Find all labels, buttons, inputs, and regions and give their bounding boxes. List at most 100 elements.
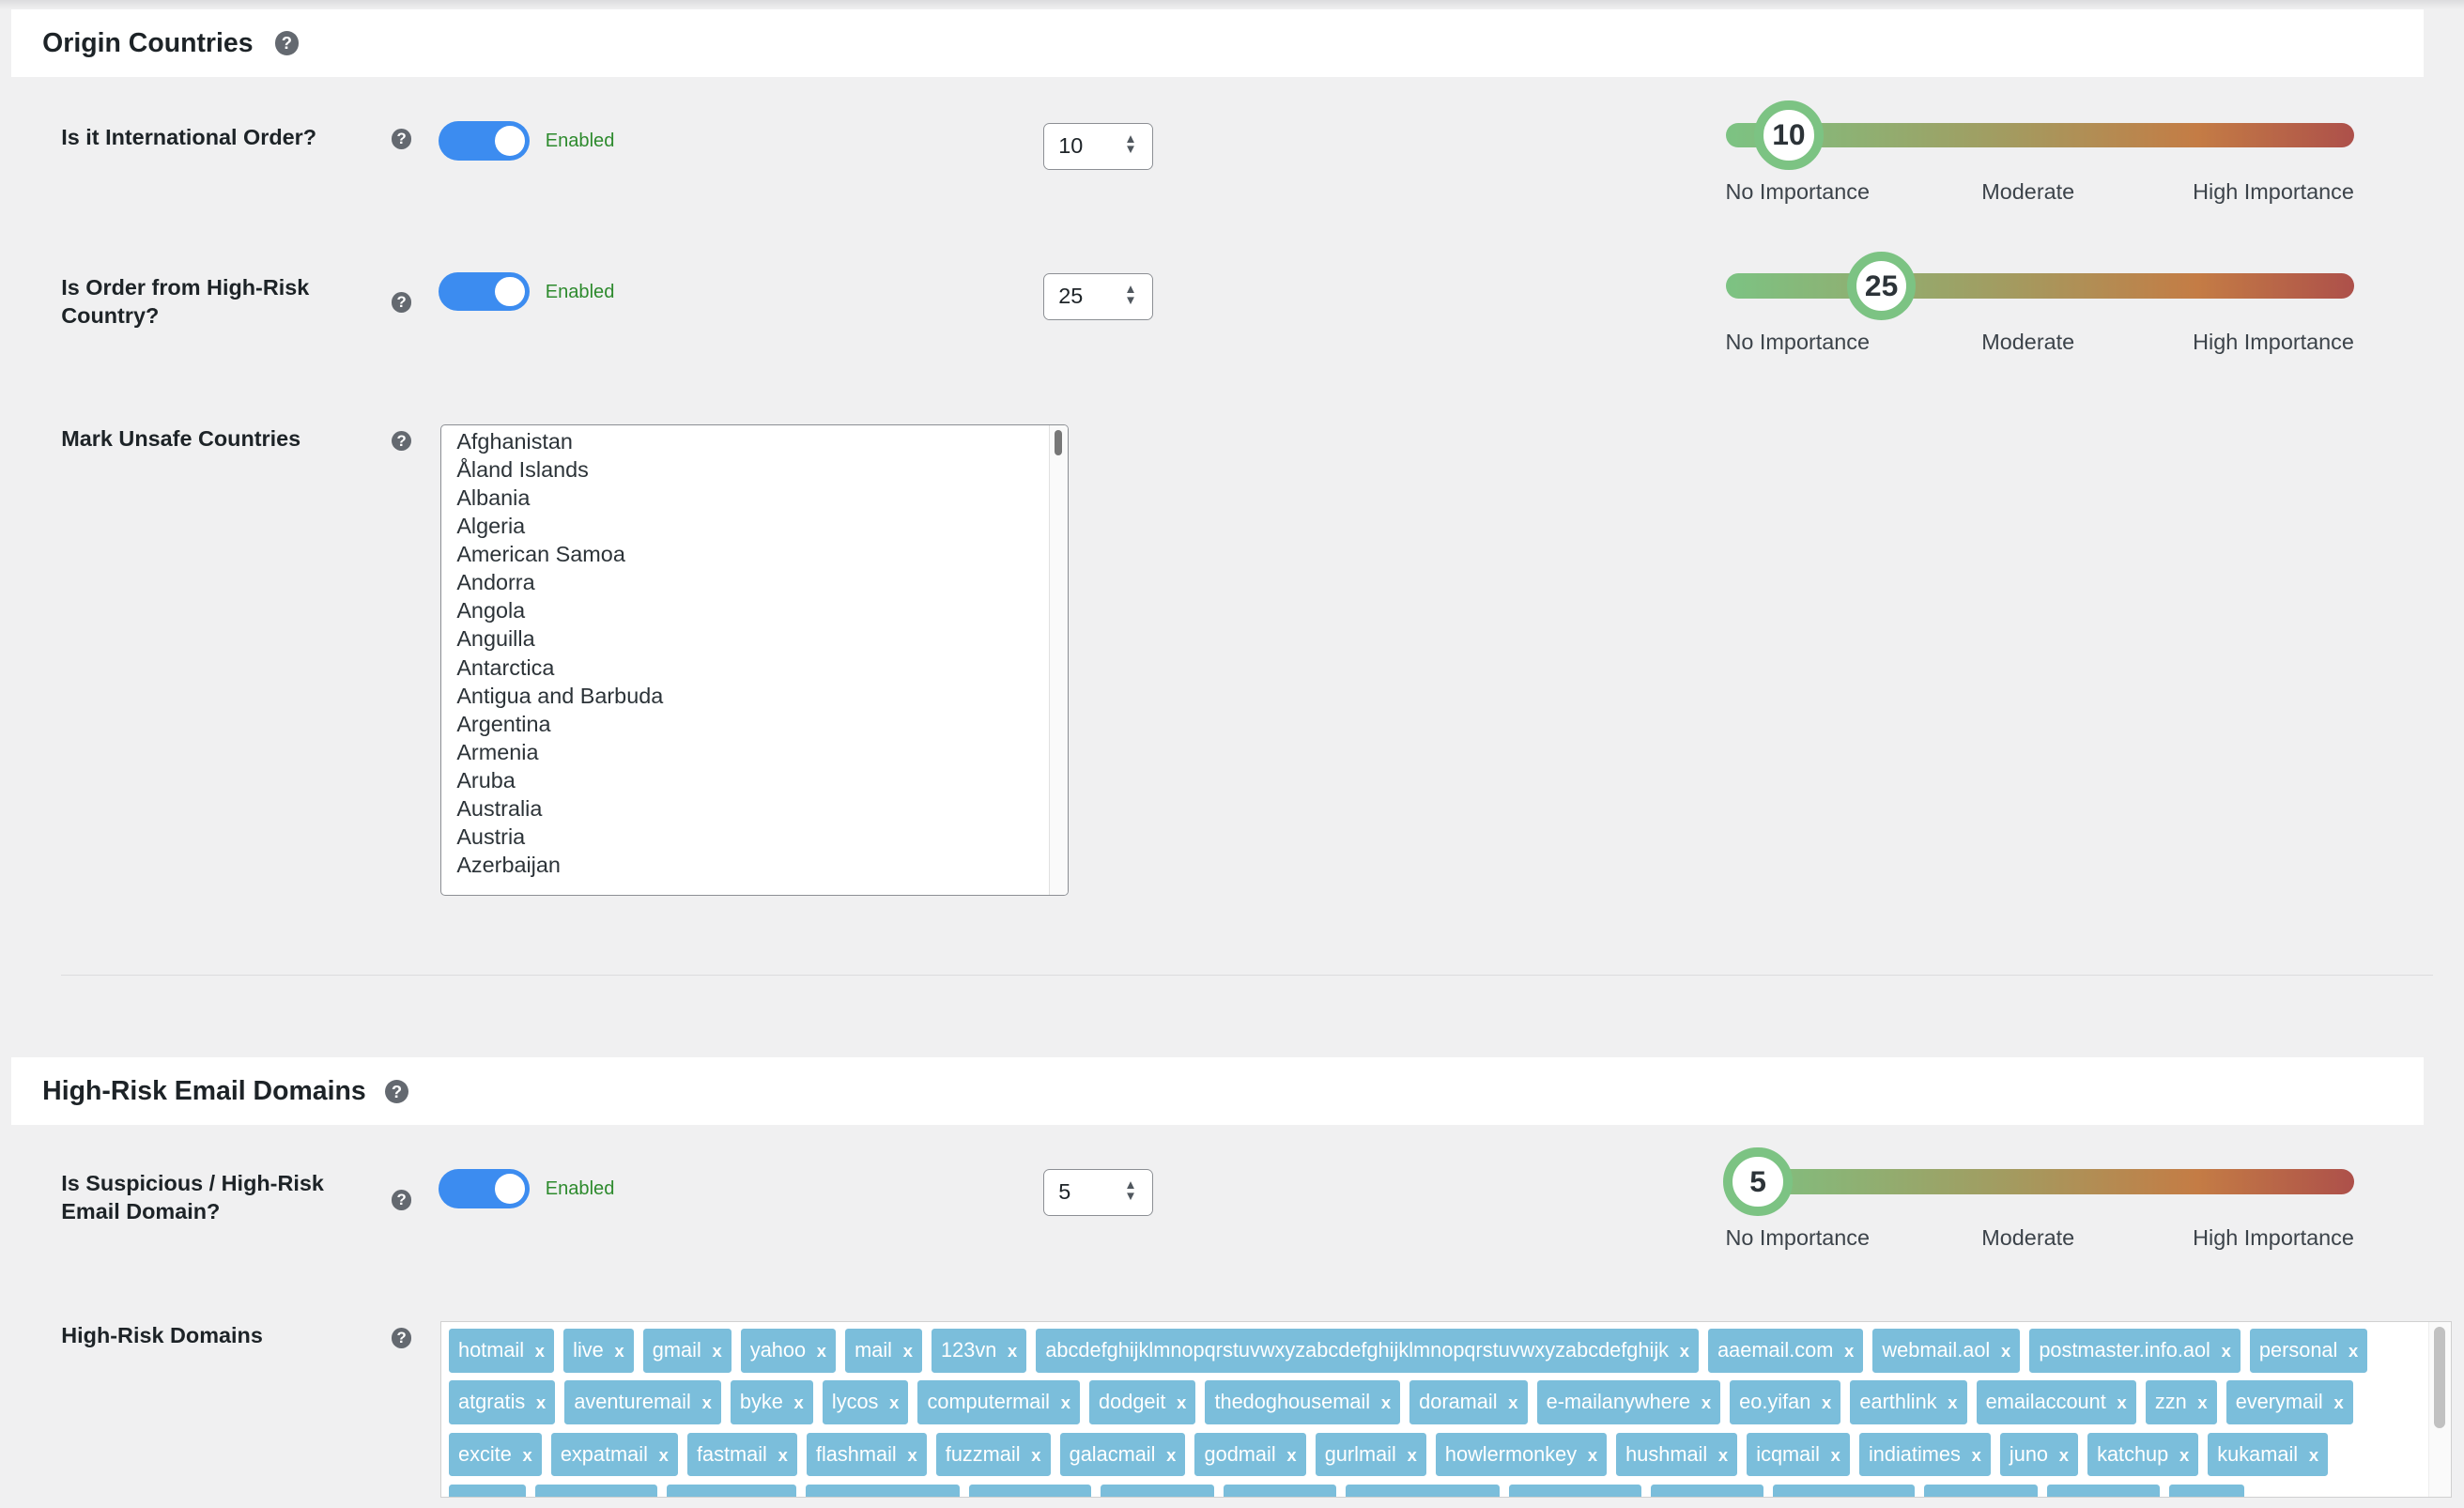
remove-tag-icon[interactable]: x bbox=[902, 1341, 913, 1362]
remove-tag-icon[interactable]: x bbox=[1166, 1444, 1177, 1465]
remove-tag-icon[interactable]: x bbox=[1177, 1393, 1187, 1413]
remove-tag-icon[interactable]: x bbox=[1830, 1444, 1840, 1465]
remove-tag-icon[interactable]: x bbox=[522, 1444, 532, 1465]
country-option[interactable]: Algeria bbox=[456, 513, 526, 538]
country-option[interactable]: Azerbaijan bbox=[456, 853, 561, 878]
slider-thumb[interactable]: 25 bbox=[1846, 251, 1917, 321]
remove-tag-icon[interactable]: x bbox=[2179, 1444, 2190, 1465]
help-icon[interactable]: ? bbox=[391, 292, 412, 314]
country-option[interactable]: Aruba bbox=[456, 768, 516, 793]
tag-label: mail bbox=[458, 1494, 496, 1497]
spinner-icon[interactable]: ▲▼ bbox=[1124, 282, 1137, 307]
remove-tag-icon[interactable]: x bbox=[2221, 1341, 2231, 1362]
country-option[interactable]: Armenia bbox=[456, 739, 539, 764]
country-option[interactable]: Antigua and Barbuda bbox=[456, 683, 664, 708]
remove-tag-icon[interactable]: x bbox=[1286, 1444, 1297, 1465]
scrollbar[interactable] bbox=[2428, 1322, 2451, 1497]
importance-slider[interactable]: 25 No Importance Moderate High Importanc… bbox=[1725, 251, 2354, 367]
slider-thumb[interactable]: 5 bbox=[1723, 1146, 1793, 1217]
help-icon[interactable]: ? bbox=[391, 129, 412, 149]
country-option[interactable]: Australia bbox=[456, 796, 543, 822]
remove-tag-icon[interactable]: x bbox=[907, 1444, 917, 1465]
remove-tag-icon[interactable]: x bbox=[1031, 1444, 1041, 1465]
remove-tag-icon[interactable]: x bbox=[1587, 1444, 1598, 1465]
help-icon[interactable]: ? bbox=[391, 430, 412, 452]
remove-tag-icon[interactable]: x bbox=[1701, 1393, 1712, 1413]
remove-tag-icon[interactable]: x bbox=[1679, 1341, 1689, 1362]
country-option[interactable]: Anguilla bbox=[456, 626, 535, 652]
remove-tag-icon[interactable]: x bbox=[1060, 1393, 1070, 1413]
scrollbar[interactable] bbox=[1048, 424, 1068, 895]
country-option[interactable]: Åland Islands bbox=[456, 456, 589, 482]
remove-tag-icon[interactable]: x bbox=[1822, 1393, 1832, 1413]
international-score-input[interactable]: 10▲▼ bbox=[1043, 122, 1154, 170]
tag-label: aventuremail bbox=[574, 1390, 691, 1414]
international-toggle[interactable] bbox=[438, 120, 530, 161]
remove-tag-icon[interactable]: x bbox=[1508, 1393, 1518, 1413]
email-domain-score-input[interactable]: 5▲▼ bbox=[1043, 1169, 1154, 1217]
remove-tag-icon[interactable]: x bbox=[701, 1393, 712, 1413]
remove-tag-icon[interactable]: x bbox=[1380, 1393, 1392, 1413]
remove-tag-icon[interactable]: x bbox=[816, 1341, 827, 1362]
importance-slider[interactable]: 10 No Importance Moderate High Importanc… bbox=[1725, 100, 2354, 217]
tag-label: zzn bbox=[2154, 1390, 2187, 1414]
country-option[interactable]: Antarctica bbox=[456, 654, 555, 680]
remove-tag-icon[interactable]: x bbox=[1008, 1341, 1018, 1362]
importance-slider[interactable]: 5 No Importance Moderate High Importance bbox=[1723, 1146, 2354, 1263]
remove-tag-icon[interactable]: x bbox=[536, 1393, 547, 1413]
remove-tag-icon[interactable]: x bbox=[793, 1393, 804, 1413]
remove-tag-icon[interactable]: x bbox=[2117, 1393, 2127, 1413]
tag-label: lycos bbox=[831, 1390, 879, 1414]
country-option[interactable]: American Samoa bbox=[456, 542, 625, 567]
remove-tag-icon[interactable]: x bbox=[1717, 1444, 1729, 1465]
country-option[interactable]: Afghanistan bbox=[456, 428, 573, 454]
country-option[interactable]: Andorra bbox=[456, 570, 535, 595]
help-icon[interactable]: ? bbox=[391, 1328, 412, 1348]
tag-label: postmaster.info.aol bbox=[2039, 1338, 2210, 1362]
remove-tag-icon[interactable]: x bbox=[2058, 1444, 2069, 1465]
slider-track[interactable] bbox=[1725, 122, 2354, 148]
spinner-icon[interactable]: ▲▼ bbox=[1124, 1177, 1137, 1203]
domain-tag: postmaster.info.aol x bbox=[2029, 1329, 2241, 1373]
spinner-icon[interactable]: ▲▼ bbox=[1124, 131, 1137, 157]
remove-tag-icon[interactable]: x bbox=[614, 1341, 624, 1362]
remove-tag-icon[interactable]: x bbox=[778, 1444, 788, 1465]
high-risk-country-toggle[interactable] bbox=[438, 271, 530, 312]
slider-track[interactable] bbox=[1725, 273, 2354, 299]
slider-track[interactable] bbox=[1725, 1169, 2354, 1194]
country-option[interactable]: Argentina bbox=[456, 711, 551, 736]
remove-tag-icon[interactable]: x bbox=[1844, 1341, 1855, 1362]
tag-label: aaemail.com bbox=[1717, 1338, 1834, 1362]
remove-tag-icon[interactable]: x bbox=[2333, 1393, 2344, 1413]
remove-tag-icon[interactable]: x bbox=[507, 1497, 516, 1498]
remove-tag-icon[interactable]: x bbox=[1948, 1393, 1958, 1413]
remove-tag-icon[interactable]: x bbox=[889, 1393, 900, 1413]
help-icon[interactable]: ? bbox=[384, 1079, 409, 1103]
email-domain-toggle[interactable] bbox=[438, 1169, 530, 1208]
remove-tag-icon[interactable]: x bbox=[2000, 1341, 2011, 1362]
remove-tag-icon[interactable]: x bbox=[2348, 1341, 2359, 1362]
domain-tag bbox=[2169, 1484, 2245, 1497]
remove-tag-icon[interactable]: x bbox=[2308, 1444, 2319, 1465]
tag-label: hushmail bbox=[1625, 1441, 1708, 1466]
field-label: Is Suspicious / High-Risk Email Domain? bbox=[61, 1171, 324, 1224]
remove-tag-icon[interactable]: x bbox=[534, 1341, 546, 1362]
country-option[interactable]: Austria bbox=[456, 824, 526, 850]
slider-thumb[interactable]: 10 bbox=[1754, 100, 1824, 170]
remove-tag-icon[interactable]: x bbox=[658, 1444, 669, 1465]
remove-tag-icon[interactable]: x bbox=[2197, 1393, 2208, 1413]
country-option[interactable]: Albania bbox=[456, 485, 531, 510]
help-icon[interactable]: ? bbox=[274, 31, 299, 55]
remove-tag-icon[interactable]: x bbox=[1407, 1444, 1417, 1465]
help-icon[interactable]: ? bbox=[391, 1189, 412, 1210]
label-low: No Importance bbox=[1725, 178, 1871, 204]
remove-tag-icon[interactable]: x bbox=[1971, 1444, 1981, 1465]
high-risk-country-score-input[interactable]: 25▲▼ bbox=[1043, 273, 1154, 321]
domain-tag bbox=[1650, 1484, 1764, 1497]
remove-tag-icon[interactable]: x bbox=[712, 1341, 722, 1362]
country-option[interactable]: Angola bbox=[456, 598, 526, 623]
